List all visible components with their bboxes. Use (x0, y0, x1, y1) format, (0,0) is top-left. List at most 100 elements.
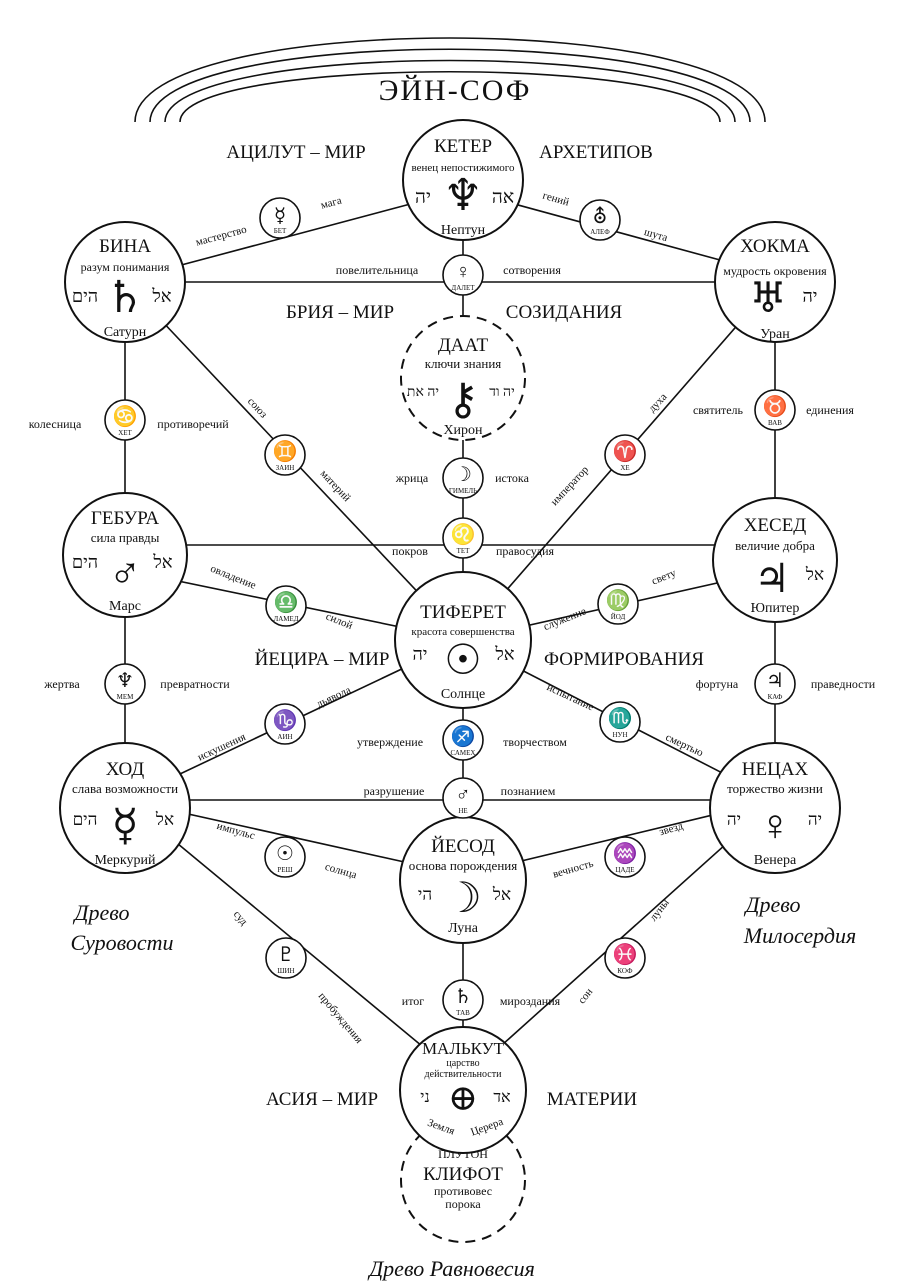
hebrew-left: יה (412, 644, 427, 664)
path-word-2: творчеством (503, 735, 567, 749)
venus-icon: ♀ (759, 801, 792, 850)
sephira-subtitle: основа порождения (409, 858, 517, 873)
hebrew-right: יה (802, 286, 817, 306)
path-lamed: ♎ ЛАМЕД овладение силой (209, 563, 355, 632)
sephira-chokmah: ХОКМА мудрость окровения ♅ יה Уран (714, 221, 836, 343)
klifot-sub2: порока (445, 1197, 481, 1211)
path-alef: ⛢ АЛЕФ гений шута (541, 190, 669, 245)
path-word-1: повелительница (336, 263, 419, 277)
ein-sof-title: ЭЙН-СОФ (379, 74, 532, 107)
jupiter-icon: ♃ (766, 670, 784, 692)
path-word-2: единения (806, 403, 854, 417)
world-yetzirah-left: ЙЕЦИРА – МИР (255, 649, 390, 670)
path-word-2: противоречий (157, 417, 229, 431)
alef-symbol-icon: ⛢ (593, 206, 608, 228)
hebrew-right: יה וד (489, 385, 515, 400)
sephira-name: КЕТЕР (434, 136, 492, 157)
path-zain: ♊ ЗАИН союз материй (245, 395, 353, 504)
sephira-subtitle: величие добра (735, 538, 815, 553)
path-word-1: император (549, 463, 592, 508)
hebrew-left: הי (418, 885, 432, 904)
chiron-icon: ⚷ (447, 375, 479, 424)
path-word-2: сотворения (503, 263, 561, 277)
planet-name: Марс (109, 599, 141, 614)
sephira-name: ХЕСЕД (744, 515, 807, 536)
path-label: ЛАМЕД (273, 615, 298, 623)
path-bet: ☿ БЕТ мастерство мага (194, 195, 343, 249)
klifot-name: КЛИФОТ (423, 1164, 503, 1185)
sagittarius-icon: ♐ (451, 724, 476, 748)
virgo-icon: ♍ (606, 588, 631, 612)
moon-icon: ☽ (454, 464, 472, 486)
klifot-sub1: противовес (434, 1184, 492, 1198)
jupiter-icon: ♃ (754, 556, 790, 601)
path-resh: ☉ РЕШ импульс солнца (215, 820, 358, 881)
ein-sof-arcs (134, 37, 766, 123)
sephira-name: ТИФЕРЕТ (420, 602, 506, 623)
sephira-name: НЕЦАХ (742, 759, 809, 780)
path-samekh: ♐ САМЕХ утверждение творчеством (357, 719, 567, 761)
sephira-subtitle: сила правды (91, 530, 160, 545)
path-label: ХЕТ (118, 429, 132, 437)
sephira-subtitle: ключи знания (425, 356, 502, 371)
sephira-name: ДААТ (438, 335, 489, 356)
path-word-1: утверждение (357, 735, 423, 749)
path-word-2: праведности (811, 677, 876, 691)
path-tet: ♌ ТЕТ покров правосудия (392, 517, 555, 559)
path-ain: ♑ АИН искушения дьявола (196, 684, 353, 764)
path-word-1: испытание (545, 681, 596, 713)
sephira-name: МАЛЬКУТ (422, 1039, 505, 1058)
path-word-1: сон (576, 986, 596, 1006)
path-label: ТЕТ (457, 547, 471, 555)
path-word-1: служение (542, 605, 588, 633)
path-word-2: материй (318, 468, 353, 504)
sephira-name: ХОД (106, 759, 145, 780)
taurus-icon: ♉ (763, 394, 788, 418)
sephira-sub1: царство (446, 1058, 479, 1069)
path-word-1: вечность (552, 858, 595, 881)
aquarius-icon: ♒ (613, 841, 638, 865)
path-label: НЕ (458, 807, 467, 815)
sephira-binah: БИНА разум понимания ♄ הים אל Сатурн (64, 221, 186, 343)
path-dalet: ♀ ДАЛЕТ повелительница сотворения (336, 254, 561, 296)
klifot: ПЛУТОН КЛИФОТ противовес порока (400, 1117, 526, 1243)
hebrew-left: הים (72, 286, 98, 306)
path-word-2: правосудия (496, 544, 555, 558)
hebrew-right: אל (492, 885, 511, 904)
path-label: АИН (277, 733, 292, 741)
path-yod: ♍ ЙОД служение свету (542, 567, 678, 633)
hebrew-right: אל (152, 552, 172, 572)
sephira-name: ГЕБУРА (91, 508, 159, 529)
uranus-icon: ♅ (749, 276, 787, 322)
venus-icon: ♀ (456, 261, 471, 283)
path-word-2: звезд (658, 820, 685, 838)
path-word-1: колесница (29, 417, 82, 431)
sephira-name: ХОКМА (740, 236, 810, 257)
path-word-2: дьявола (315, 684, 353, 710)
world-briah-right: СОЗИДАНИЯ (506, 302, 623, 323)
path-vav: ♉ ВАВ святитель единения (693, 389, 854, 431)
path-word-2: пробуждения (316, 990, 365, 1045)
sephira-tiferet: ТИФЕРЕТ красота совершенства ☉ יה אל Сол… (394, 571, 532, 709)
path-word-2: шута (643, 226, 669, 244)
hebrew-left: יה את (407, 385, 439, 400)
hebrew-left: הים (73, 810, 98, 829)
path-gimel: ☽ ГИМЕЛЬ жрица истока (395, 457, 530, 499)
libra-icon: ♎ (274, 590, 299, 614)
path-word-2: истока (495, 471, 529, 485)
path-nun: ♏ НУН испытание смертью (545, 681, 705, 759)
path-kaf: ♃ КАФ фортуна праведности (696, 663, 876, 705)
path-label: БЕТ (274, 227, 287, 235)
path-word-1: жрица (395, 471, 429, 485)
path-pe: ♂ НЕ разрушение познанием (364, 777, 556, 819)
path-label: АЛЕФ (590, 228, 610, 236)
path-word-2: мага (319, 195, 343, 212)
mercury-icon: ☿ (274, 205, 286, 227)
sephira-daat: ДААТ ключи знания ⚷ יה את יה וד Хирон (400, 315, 526, 441)
sephira-geburah: ГЕБУРА сила правды ♂ הים אל Марс (62, 492, 188, 618)
path-word-1: искушения (196, 731, 248, 764)
path-het: ♋ ХЕТ колесница противоречий (29, 399, 229, 441)
planet-name: Венера (754, 853, 797, 868)
path-mem: ♆ МЕМ жертва превратности (43, 663, 230, 705)
